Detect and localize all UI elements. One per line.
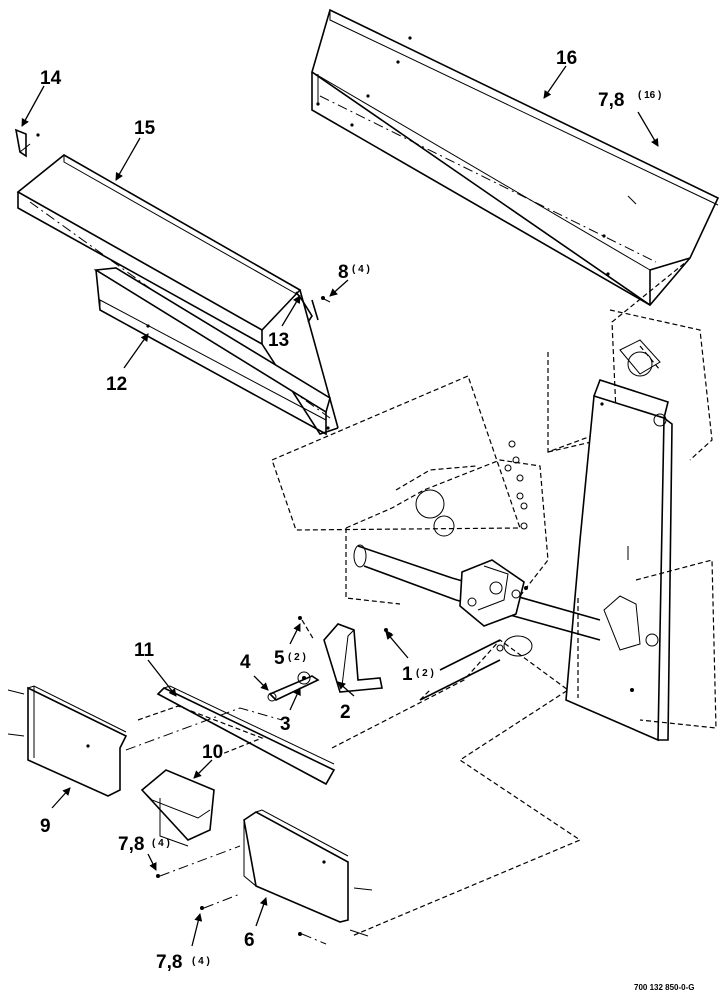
callout-9: 9 bbox=[40, 816, 51, 837]
part-14-hook bbox=[14, 128, 31, 158]
callout-3: 3 bbox=[280, 714, 291, 735]
part-6-panel bbox=[156, 809, 373, 945]
callout-5-qty: ( 2 ) bbox=[288, 652, 306, 663]
part-9-panel bbox=[7, 685, 283, 797]
part-15-shield bbox=[16, 133, 339, 435]
callout-15: 15 bbox=[134, 118, 156, 139]
crank-arm-assembly bbox=[267, 616, 393, 702]
callout-labels: 14 15 16 7,8 ( 16 ) 8 ( 4 ) 13 12 1 ( 2 … bbox=[40, 48, 695, 992]
callout-1: 1 bbox=[402, 664, 413, 685]
part-12-strip bbox=[93, 267, 331, 436]
callout-16: 16 bbox=[556, 48, 577, 69]
callout-11: 11 bbox=[134, 640, 155, 661]
callout-5: 5 bbox=[274, 648, 285, 669]
callout-7-8-mid-qty: ( 4 ) bbox=[152, 838, 170, 849]
callout-7-8-bot: 7,8 bbox=[156, 952, 182, 973]
callout-1-qty: ( 2 ) bbox=[416, 668, 434, 679]
callout-8: 8 bbox=[338, 262, 349, 283]
callout-12: 12 bbox=[106, 374, 127, 395]
callout-7-8-bot-qty: ( 4 ) bbox=[192, 956, 210, 967]
callout-6: 6 bbox=[244, 930, 255, 951]
callout-2: 2 bbox=[340, 702, 351, 723]
part-16-shield bbox=[311, 8, 720, 307]
callout-8-qty: ( 4 ) bbox=[352, 264, 370, 275]
leader-lines bbox=[21, 65, 659, 947]
callout-7-8-mid: 7,8 bbox=[118, 834, 144, 855]
part-11-strip bbox=[156, 685, 336, 786]
callout-4: 4 bbox=[240, 652, 251, 673]
part-8-bolt bbox=[321, 296, 331, 303]
callout-7-8-top-qty: ( 16 ) bbox=[638, 90, 661, 101]
frame-upright bbox=[565, 309, 717, 742]
callout-14: 14 bbox=[40, 68, 62, 89]
figure-id: 700 132 850-0-G bbox=[634, 983, 695, 992]
callout-10: 10 bbox=[202, 742, 223, 763]
drive-assembly bbox=[345, 440, 601, 701]
callout-7-8-top: 7,8 bbox=[598, 90, 624, 111]
part-10-guard bbox=[137, 705, 264, 847]
callout-13: 13 bbox=[268, 330, 289, 351]
